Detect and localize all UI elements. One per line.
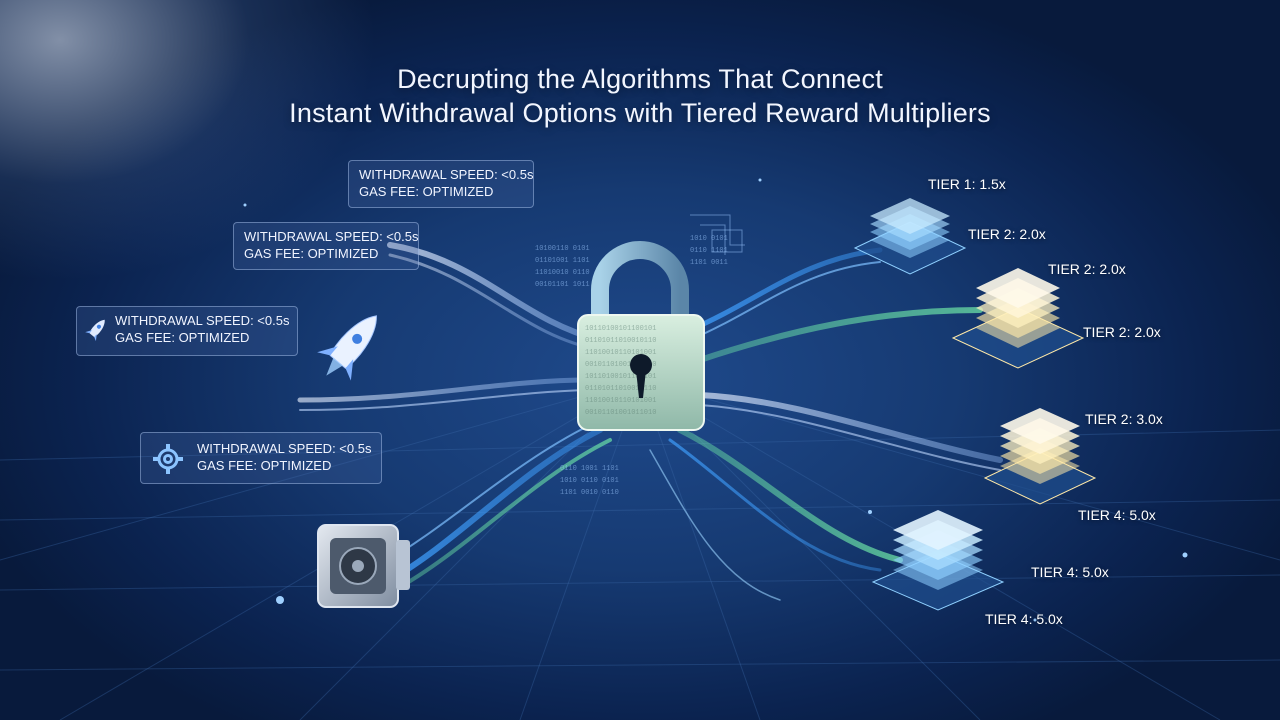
gear-icon [153, 444, 183, 474]
svg-text:00101101 1011: 00101101 1011 [535, 281, 590, 289]
page-title: Decrupting the Algorithms That Connect I… [0, 62, 1280, 130]
withdrawal-info-box-4: WITHDRAWAL SPEED: <0.5s GAS FEE: OPTIMIZ… [140, 432, 382, 484]
title-line-1: Decrupting the Algorithms That Connect [397, 64, 883, 95]
layer-stack-icon [853, 198, 1097, 611]
withdrawal-speed-label: WITHDRAWAL SPEED: <0.5s [115, 313, 290, 328]
withdrawal-speed-label: WITHDRAWAL SPEED: <0.5s [359, 167, 534, 182]
gas-fee-label: GAS FEE: OPTIMIZED [359, 184, 494, 199]
svg-text:1101 0010 0110: 1101 0010 0110 [560, 489, 619, 497]
rocket-icon [317, 315, 377, 381]
withdrawal-info-box-1: WITHDRAWAL SPEED: <0.5s GAS FEE: OPTIMIZ… [348, 160, 534, 208]
gas-fee-label: GAS FEE: OPTIMIZED [244, 246, 379, 261]
tier-label-1: TIER 1: 1.5x [928, 176, 1006, 192]
svg-text:1010 0101: 1010 0101 [690, 235, 728, 243]
withdrawal-info-box-3: WITHDRAWAL SPEED: <0.5s GAS FEE: OPTIMIZ… [76, 306, 298, 356]
svg-text:01101011010010110: 01101011010010110 [585, 337, 656, 345]
rocket-icon [85, 319, 105, 342]
svg-text:1010 0110 0101: 1010 0110 0101 [560, 477, 619, 485]
gas-fee-label: GAS FEE: OPTIMIZED [115, 330, 250, 345]
svg-text:11010010110101001: 11010010110101001 [585, 349, 656, 357]
tier-label-5: TIER 2: 3.0x [1085, 411, 1163, 427]
withdrawal-speed-label: WITHDRAWAL SPEED: <0.5s [197, 441, 372, 456]
svg-text:10110100101100101: 10110100101100101 [585, 373, 656, 381]
svg-text:01101001 1101: 01101001 1101 [535, 257, 590, 265]
tier-label-6: TIER 4: 5.0x [1078, 507, 1156, 523]
gas-fee-label: GAS FEE: OPTIMIZED [197, 458, 332, 473]
svg-text:11010010110101001: 11010010110101001 [585, 397, 656, 405]
vault-icon [317, 524, 410, 608]
svg-text:10110100101100101: 10110100101100101 [585, 325, 656, 333]
withdrawal-info-box-2: WITHDRAWAL SPEED: <0.5s GAS FEE: OPTIMIZ… [233, 222, 419, 270]
svg-text:11010010 0110: 11010010 0110 [535, 269, 590, 277]
svg-text:10100110 0101: 10100110 0101 [535, 245, 590, 253]
svg-text:0110 1101: 0110 1101 [690, 247, 728, 255]
tier-label-7: TIER 4: 5.0x [1031, 564, 1109, 580]
svg-text:00101101001011010: 00101101001011010 [585, 361, 656, 369]
svg-text:1101 0011: 1101 0011 [690, 259, 728, 267]
withdrawal-speed-label: WITHDRAWAL SPEED: <0.5s [244, 229, 419, 244]
tier-label-8: TIER 4: 5.0x [985, 611, 1063, 627]
padlock-icon: 10110100101100101 01101011010010110 1101… [577, 241, 705, 431]
title-line-2: Instant Withdrawal Options with Tiered R… [289, 98, 991, 129]
tier-label-2: TIER 2: 2.0x [968, 226, 1046, 242]
tier-label-4: TIER 2: 2.0x [1083, 324, 1161, 340]
svg-text:00101101001011010: 00101101001011010 [585, 409, 656, 417]
svg-text:01101011010010110: 01101011010010110 [585, 385, 656, 393]
tier-label-3: TIER 2: 2.0x [1048, 261, 1126, 277]
svg-text:0110 1001 1101: 0110 1001 1101 [560, 465, 619, 473]
